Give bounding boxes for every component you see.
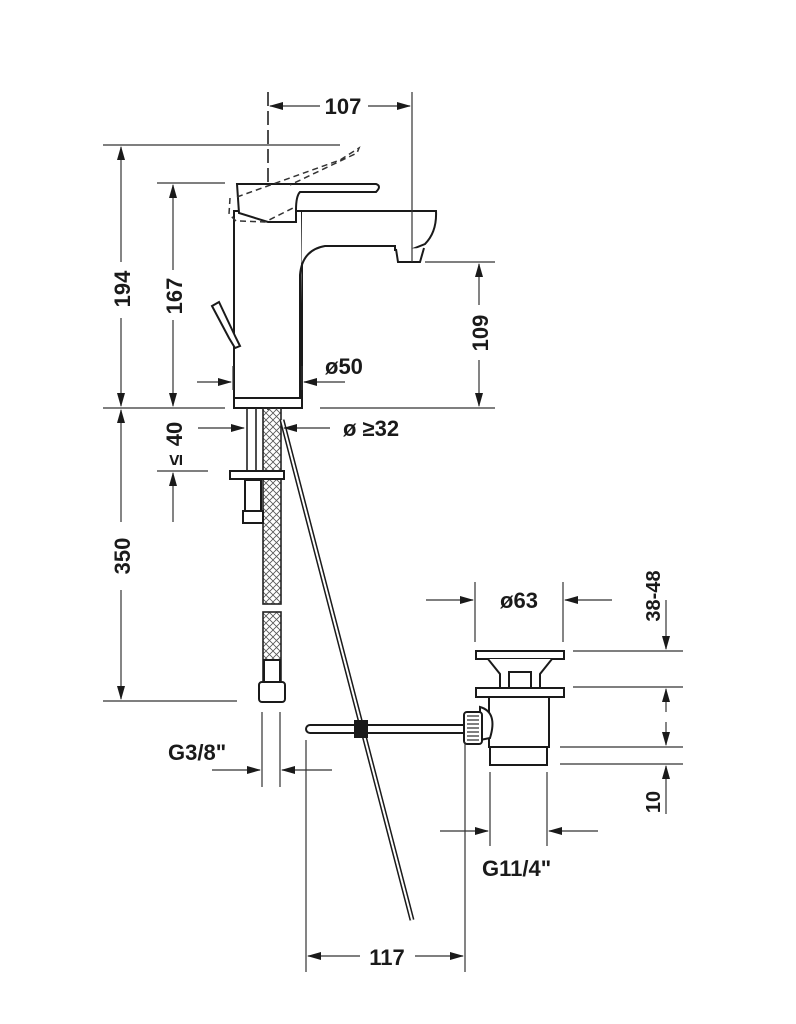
supply-hose-upper bbox=[262, 407, 282, 605]
faucet-body bbox=[233, 210, 303, 399]
aerator bbox=[395, 247, 425, 263]
label-waste-connection: G11/4" bbox=[482, 856, 551, 881]
label-deck-symbol: ≤ bbox=[165, 454, 187, 465]
lever-open-outline bbox=[228, 197, 294, 223]
lever-open-position bbox=[236, 146, 361, 198]
label-hose-connection: G3/8" bbox=[168, 740, 226, 765]
waste-thread bbox=[489, 746, 548, 766]
label-waste-diameter: ø63 bbox=[500, 588, 538, 613]
popup-knob bbox=[210, 300, 242, 350]
label-total-height: 194 bbox=[110, 270, 135, 307]
faucet bbox=[210, 92, 438, 410]
faucet-spout bbox=[299, 210, 438, 398]
under-deck bbox=[229, 407, 469, 921]
faucet-lever bbox=[235, 183, 380, 223]
label-plug-lift: 38-48 bbox=[643, 570, 665, 621]
label-spout-height: 109 bbox=[468, 315, 493, 352]
label-hole-diameter: ø ≥32 bbox=[343, 416, 399, 441]
fixing-nut-base bbox=[242, 510, 264, 524]
waste-side-boss bbox=[479, 705, 494, 742]
hose-fitting bbox=[263, 659, 281, 683]
label-rod-distance: 117 bbox=[369, 945, 405, 970]
rod-clamp bbox=[354, 720, 368, 738]
waste-body bbox=[488, 696, 550, 748]
waste-plug-cap bbox=[475, 650, 565, 660]
hose-nut bbox=[258, 681, 286, 703]
knurl-lines bbox=[467, 715, 479, 741]
label-lever-height: 167 bbox=[162, 278, 187, 315]
label-hose-length: 350 bbox=[110, 538, 135, 575]
label-deck-thickness: 40 bbox=[162, 422, 187, 446]
label-waste-offset: 10 bbox=[643, 791, 665, 813]
fixing-plate bbox=[229, 470, 285, 480]
label-spout-reach: 107 bbox=[325, 94, 362, 119]
pull-rod bbox=[305, 724, 469, 734]
popup-rod-inner bbox=[281, 419, 413, 921]
dimension-lines bbox=[103, 92, 683, 972]
waste-fitting bbox=[463, 650, 565, 766]
dimension-labels: 107 194 167 109 ø50 ø ≥32 40 ≤ 350 G3/8"… bbox=[110, 94, 665, 970]
waste-flange bbox=[475, 687, 565, 698]
label-body-diameter: ø50 bbox=[325, 354, 363, 379]
base-plate bbox=[233, 397, 303, 409]
